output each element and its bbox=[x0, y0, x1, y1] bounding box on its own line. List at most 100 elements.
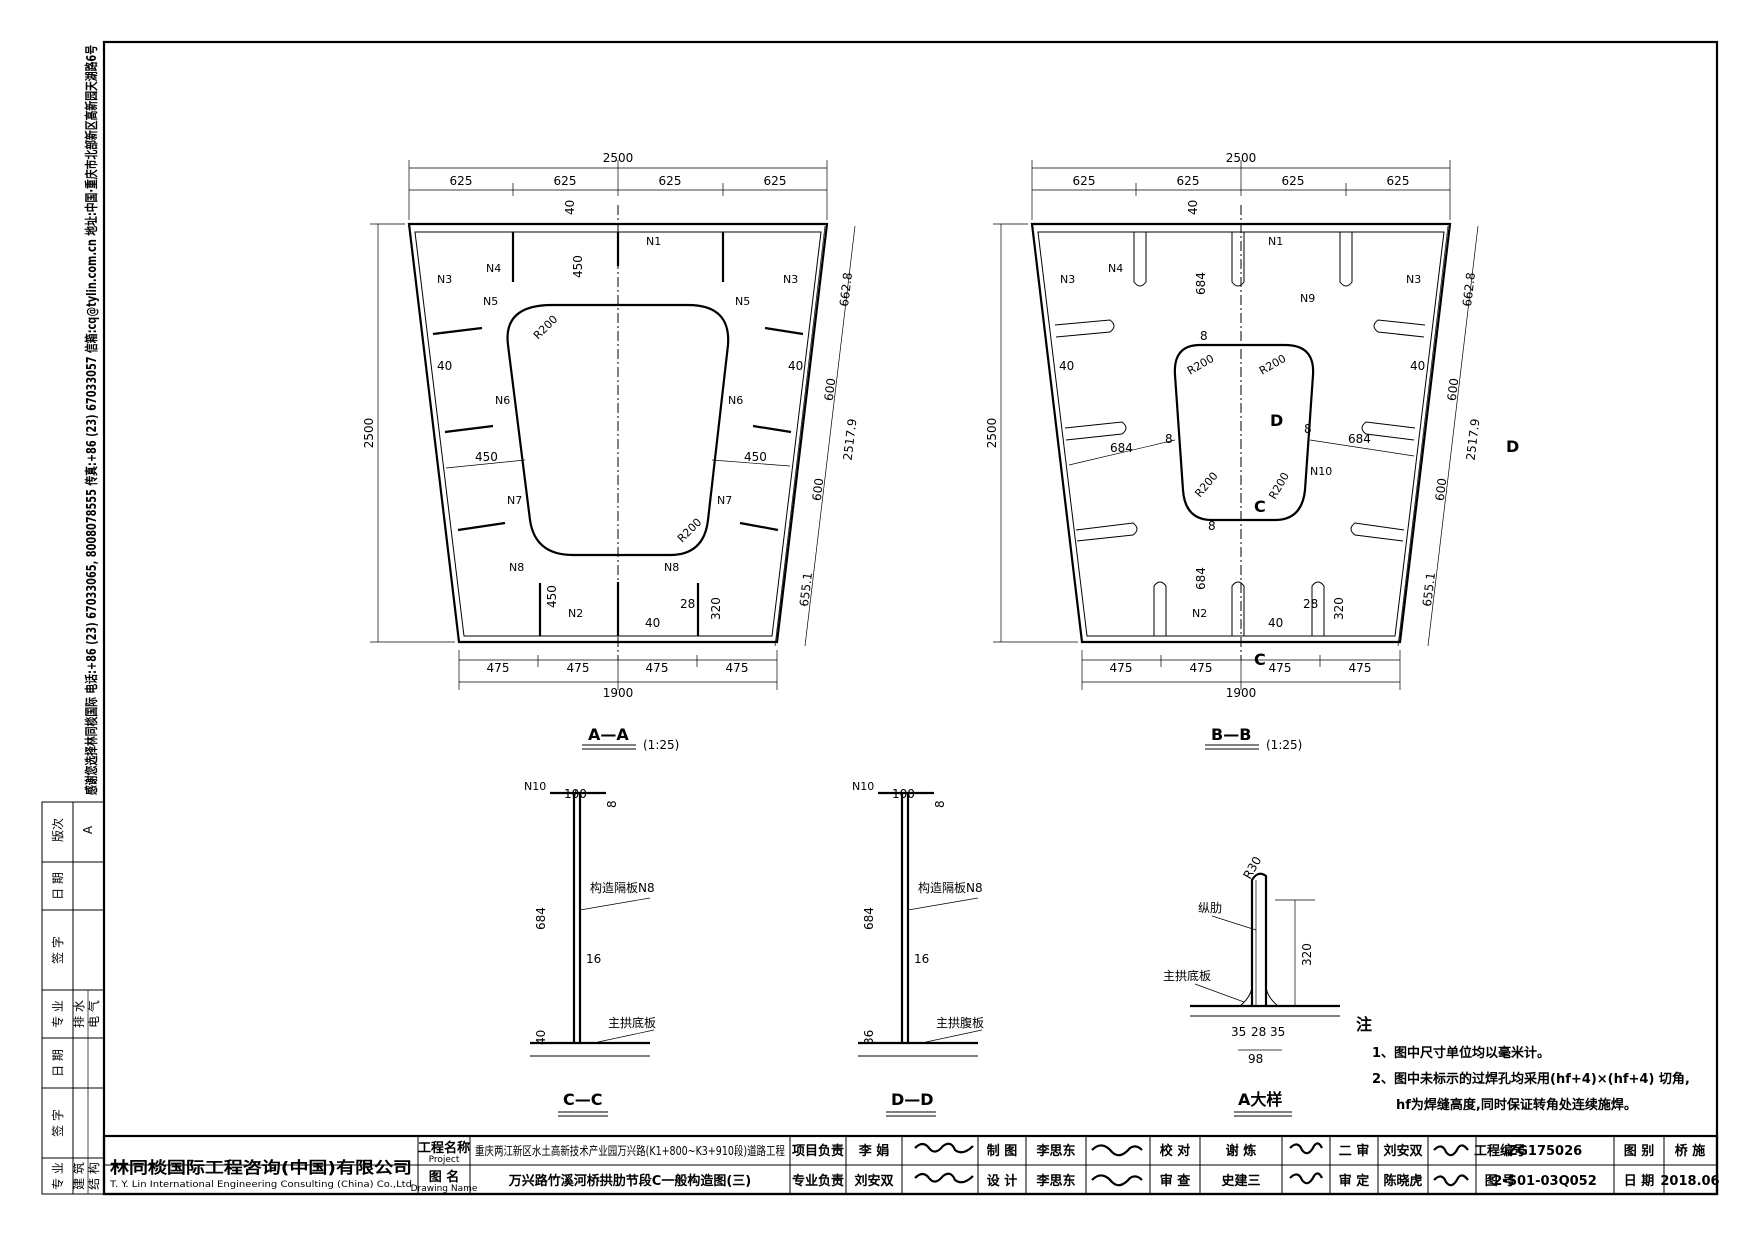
drawing-label: 图 名 bbox=[429, 1169, 460, 1185]
signature-spec-lead bbox=[914, 1172, 974, 1184]
project-no-label: 工程编号 bbox=[1474, 1143, 1526, 1159]
aa-t40-right: 40 bbox=[788, 359, 803, 373]
aa-top-part-4: 625 bbox=[764, 174, 787, 188]
section-bb: 2500 625 625 625 625 475 475 475 475 190… bbox=[985, 151, 1519, 752]
design-name: 李思东 bbox=[1035, 1173, 1075, 1189]
aa-bot-part-1: 475 bbox=[487, 661, 510, 675]
date-value: 2018.06 bbox=[1660, 1174, 1719, 1189]
bb-684-left: 684 bbox=[1110, 441, 1133, 455]
aa-outline bbox=[407, 222, 829, 644]
aa-450-bot: 450 bbox=[545, 585, 559, 608]
bb-8-left: 8 bbox=[1165, 432, 1173, 446]
bb-slant-3: 2517.9 bbox=[1464, 418, 1483, 461]
detail-r30: R30 bbox=[1240, 854, 1264, 881]
company-name-en: T. Y. Lin International Engineering Cons… bbox=[109, 1180, 412, 1190]
bb-top-part-1: 625 bbox=[1073, 174, 1096, 188]
aa-title: A—A bbox=[588, 725, 629, 744]
project-no: ZG175026 bbox=[1508, 1144, 1582, 1159]
arch-label-2: 结 构 bbox=[86, 1162, 101, 1190]
dd-dim-100: 100 bbox=[892, 787, 915, 801]
bb-28: 28 bbox=[1303, 597, 1318, 611]
bb-slant-2: 600 bbox=[1445, 377, 1462, 401]
aa-slant-2: 600 bbox=[822, 377, 839, 401]
rev-value: A bbox=[81, 825, 95, 834]
dd-dim-8: 8 bbox=[933, 800, 947, 808]
bb-label-n2: N2 bbox=[1192, 607, 1207, 620]
date-label-2: 日 期 bbox=[51, 1049, 65, 1077]
bb-t40-bot: 40 bbox=[1268, 616, 1283, 630]
dd-dim-36: 36 bbox=[862, 1030, 876, 1045]
aa-slant-3: 2517.9 bbox=[841, 418, 860, 461]
detail-28: 28 bbox=[1251, 1025, 1266, 1039]
bb-title: B—B bbox=[1211, 725, 1251, 744]
note-2: 2、图中未标示的过焊孔均采用(hf+4)×(hf+4) 切角, bbox=[1372, 1071, 1690, 1087]
drawing-no-label: 图 号 bbox=[1485, 1174, 1516, 1189]
bb-r200-3: R200 bbox=[1192, 470, 1220, 500]
second-review-name: 刘安双 bbox=[1383, 1143, 1422, 1159]
detail-title: A大样 bbox=[1238, 1090, 1282, 1109]
draw-label: 制 图 bbox=[987, 1143, 1018, 1159]
aa-label-n6-left: N6 bbox=[495, 394, 510, 407]
detail-main-base: 主拱底板 bbox=[1163, 968, 1211, 983]
bb-8-bot: 8 bbox=[1208, 519, 1216, 533]
signature-approve bbox=[1433, 1174, 1469, 1187]
bb-slant-5: 655.1 bbox=[1420, 572, 1438, 608]
aa-bot-part-3: 475 bbox=[646, 661, 669, 675]
bb-bot-part-2: 475 bbox=[1190, 661, 1213, 675]
aa-320: 320 bbox=[709, 597, 723, 620]
spec-label: 专 业 bbox=[50, 1000, 65, 1028]
spec-value-2: 电 气 bbox=[86, 1000, 101, 1028]
cc-dim-40: 40 bbox=[534, 1030, 548, 1045]
signature-review bbox=[1289, 1172, 1323, 1185]
project-label: 工程名称 bbox=[418, 1140, 470, 1156]
bb-scale: (1:25) bbox=[1266, 738, 1302, 752]
aa-label-n7-left: N7 bbox=[507, 494, 522, 507]
cc-main-base: 主拱底板 bbox=[608, 1015, 656, 1030]
bb-684-right: 684 bbox=[1348, 432, 1371, 446]
notes-heading: 注 bbox=[1356, 1015, 1372, 1034]
aa-label-n7-right: N7 bbox=[717, 494, 732, 507]
dd-dim-16: 16 bbox=[914, 952, 929, 966]
aa-label-n3-left: N3 bbox=[437, 273, 452, 286]
bb-684-top: 684 bbox=[1194, 272, 1208, 295]
aa-label-n5-left: N5 bbox=[483, 295, 498, 308]
bb-section-d-inner: D bbox=[1270, 411, 1283, 430]
bb-section-c-outer: C bbox=[1254, 650, 1266, 669]
spec-lead-label: 专业负责 bbox=[792, 1173, 844, 1189]
aa-label-n1: N1 bbox=[646, 235, 661, 248]
bb-label-n1: N1 bbox=[1268, 235, 1283, 248]
aa-label-n3-right: N3 bbox=[783, 273, 798, 286]
cc-dim-100: 100 bbox=[564, 787, 587, 801]
cc-title: C—C bbox=[563, 1090, 602, 1109]
bb-manhole bbox=[1173, 343, 1315, 522]
bb-outline bbox=[1030, 222, 1452, 644]
detail-35-right: 35 bbox=[1270, 1025, 1285, 1039]
drawing-no: 2-S01-03Q052 bbox=[1493, 1174, 1597, 1189]
signature-second bbox=[1433, 1144, 1469, 1157]
aa-t40-bot: 40 bbox=[645, 616, 660, 630]
aa-top-part-1: 625 bbox=[450, 174, 473, 188]
detail-rib: 纵肋 bbox=[1198, 900, 1222, 915]
bb-bot-part-3: 475 bbox=[1269, 661, 1292, 675]
aa-bot-part-2: 475 bbox=[567, 661, 590, 675]
bb-bot-total: 1900 bbox=[1226, 686, 1257, 700]
review-label: 审 查 bbox=[1160, 1173, 1192, 1189]
spec-lead-name: 刘安双 bbox=[854, 1173, 893, 1189]
bb-t40-right: 40 bbox=[1410, 359, 1425, 373]
aa-label-n5-right: N5 bbox=[735, 295, 750, 308]
bb-8-top: 8 bbox=[1200, 329, 1208, 343]
aa-label-n6-right: N6 bbox=[728, 394, 743, 407]
signature-check bbox=[1289, 1142, 1323, 1155]
check-name: 谢 炼 bbox=[1226, 1143, 1257, 1159]
arch-label-1: 建 筑 bbox=[71, 1162, 86, 1190]
bb-top-total: 2500 bbox=[1226, 151, 1257, 165]
bb-bot-part-4: 475 bbox=[1349, 661, 1372, 675]
aa-slant-1: 662.8 bbox=[837, 272, 855, 308]
detail-35-left: 35 bbox=[1231, 1025, 1246, 1039]
signature-pm bbox=[914, 1142, 974, 1154]
aa-label-n2: N2 bbox=[568, 607, 583, 620]
draw-name: 李思东 bbox=[1035, 1143, 1075, 1159]
aa-manhole bbox=[506, 303, 730, 557]
bb-top-part-2: 625 bbox=[1177, 174, 1200, 188]
